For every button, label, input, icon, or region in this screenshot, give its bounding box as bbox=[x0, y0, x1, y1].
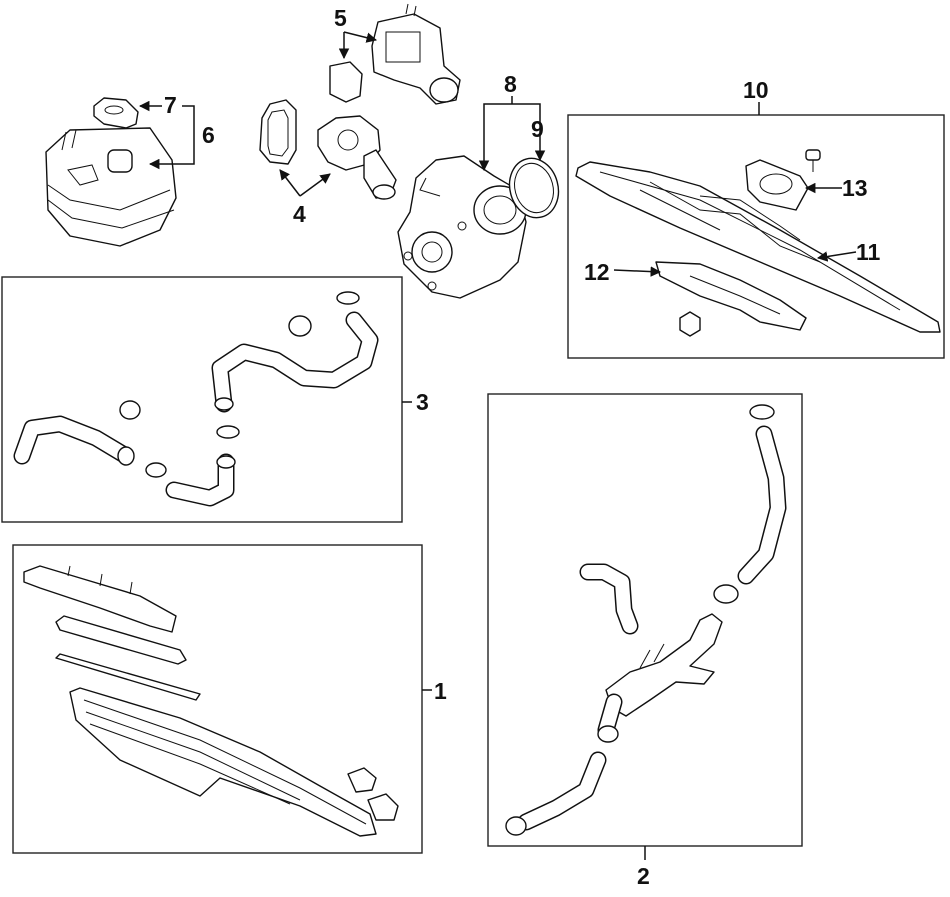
reservoir-cap[interactable] bbox=[93, 97, 139, 129]
callout-12: 12 bbox=[584, 259, 610, 285]
water-outlet[interactable] bbox=[371, 3, 461, 105]
heater-pipe[interactable] bbox=[605, 613, 723, 717]
callout-6: 6 bbox=[202, 122, 215, 148]
thermostat-gasket[interactable] bbox=[259, 99, 297, 165]
heater-hose-lower[interactable] bbox=[505, 693, 623, 836]
callout-7: 7 bbox=[164, 92, 177, 118]
thermostat-housing[interactable] bbox=[317, 115, 397, 200]
outlet-gasket[interactable] bbox=[329, 61, 363, 103]
radiator-seal[interactable] bbox=[55, 615, 187, 665]
callout-3: 3 bbox=[416, 389, 429, 415]
fan-assembly-box bbox=[567, 114, 945, 359]
callout-5: 5 bbox=[334, 5, 347, 31]
callout-8: 8 bbox=[504, 71, 517, 97]
radiator-hoses-box bbox=[1, 276, 403, 523]
callout-4-leaders bbox=[279, 169, 331, 197]
callout-10: 10 bbox=[743, 77, 769, 103]
bypass-hose[interactable] bbox=[165, 453, 236, 507]
callout-5-leaders bbox=[338, 31, 378, 60]
coolant-reservoir[interactable] bbox=[45, 127, 177, 247]
upper-radiator-hose[interactable] bbox=[211, 311, 379, 413]
fan-motor[interactable] bbox=[745, 159, 809, 211]
callout-11-12-13-leaders bbox=[613, 182, 857, 277]
radiator-upper-tank[interactable] bbox=[23, 565, 177, 633]
callout-13: 13 bbox=[842, 175, 868, 201]
callout-1: 1 bbox=[434, 678, 447, 704]
heater-hose-clamp[interactable] bbox=[597, 404, 775, 743]
callout-11: 11 bbox=[856, 239, 881, 265]
lower-radiator-hose[interactable] bbox=[13, 415, 135, 466]
fan-nut[interactable] bbox=[679, 311, 701, 337]
small-heater-hose[interactable] bbox=[579, 563, 639, 635]
water-pump[interactable] bbox=[397, 155, 527, 299]
radiator-air-guide[interactable] bbox=[55, 653, 201, 701]
hose-clamp[interactable] bbox=[119, 291, 360, 478]
heater-hoses-box bbox=[487, 393, 803, 847]
callout-2: 2 bbox=[637, 863, 650, 889]
heater-hose-upper[interactable] bbox=[737, 425, 787, 585]
radiator-core[interactable] bbox=[69, 687, 377, 837]
fan-motor-screw[interactable] bbox=[805, 149, 821, 172]
radiator-box bbox=[12, 544, 423, 854]
callout-4: 4 bbox=[293, 201, 306, 227]
cooling-fan[interactable] bbox=[655, 261, 807, 331]
callout-9: 9 bbox=[531, 116, 544, 142]
callout-6-7-leaders bbox=[138, 100, 195, 170]
radiator-drain-plug[interactable] bbox=[347, 767, 399, 821]
callout-8-9-leaders bbox=[478, 96, 546, 172]
fan-shroud[interactable] bbox=[575, 161, 941, 333]
